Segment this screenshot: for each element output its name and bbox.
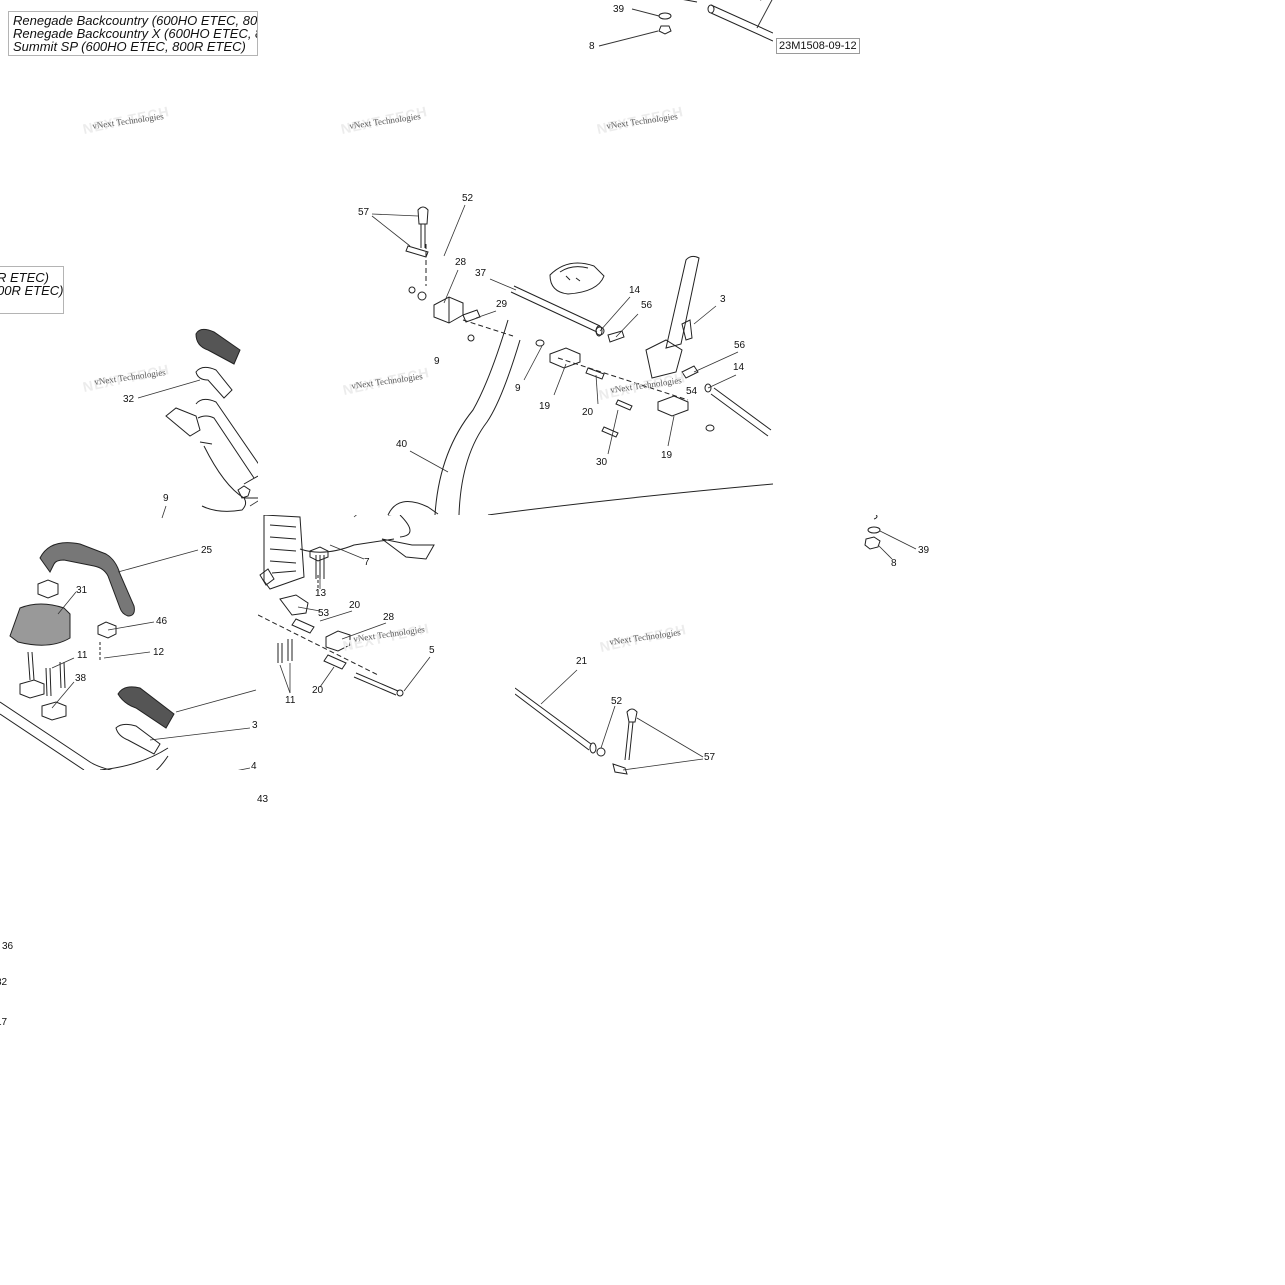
callout-32: 32 xyxy=(0,977,8,988)
callout-14: 14 xyxy=(733,362,745,373)
callout-52: 52 xyxy=(462,193,474,204)
caption-line-2: Renegade Backcountry X (600HO ETEC, 800 xyxy=(13,26,258,41)
diagram-tile-right: 39 8 xyxy=(858,515,938,570)
diagram-tile-right-lower: 21 52 57 NEXT TECH vNext Technologies xyxy=(515,600,773,785)
callout-37: 37 xyxy=(475,268,487,279)
callout-46: 46 xyxy=(156,616,168,627)
callout-56: 56 xyxy=(641,300,653,311)
callout-7: 7 xyxy=(364,557,370,568)
callout-52: 52 xyxy=(611,696,623,707)
tile-left-drawing xyxy=(0,328,258,770)
callout-54: 54 xyxy=(686,386,698,397)
callout-17: 17 xyxy=(0,1017,8,1028)
callout-4: 4 xyxy=(251,761,257,771)
callout-14: 14 xyxy=(629,285,641,296)
diagram-tile-center: 57 52 28 37 29 9 14 56 3 56 14 9 19 20 5… xyxy=(258,180,773,515)
callout-20: 20 xyxy=(582,407,594,418)
callout-25: 25 xyxy=(201,545,213,556)
callout-9: 9 xyxy=(163,493,169,504)
callout-28: 28 xyxy=(455,257,467,268)
tile-center-lower-drawing xyxy=(258,515,435,697)
diagram-tile-top-center: 39 8 xyxy=(515,0,773,55)
callout-39: 39 xyxy=(613,4,625,15)
callout-32: 32 xyxy=(123,394,135,405)
callout-8: 8 xyxy=(589,41,595,52)
model-caption-top: Renegade Backcountry (600HO ETEC, 800R R… xyxy=(8,11,258,56)
reference-code: 23M1508-09-12 xyxy=(776,38,860,54)
caption-line-3: Summit SP (600HO ETEC, 800R ETEC) xyxy=(13,39,246,54)
callout-9: 9 xyxy=(434,356,440,367)
callout-56: 56 xyxy=(734,340,746,351)
callout-57: 57 xyxy=(704,752,716,763)
callout-3: 3 xyxy=(720,294,726,305)
callout-19: 19 xyxy=(661,450,673,461)
callout-5: 5 xyxy=(429,645,435,656)
callout-36: 36 xyxy=(2,941,14,952)
callout-31: 31 xyxy=(76,585,88,596)
callout-11: 11 xyxy=(285,695,296,706)
callout-30: 30 xyxy=(596,457,608,468)
callout-19: 19 xyxy=(539,401,551,412)
caption-line-1: Renegade Backcountry (600HO ETEC, 800R xyxy=(13,13,258,28)
callout-53: 53 xyxy=(318,608,330,619)
tile-right-lower-drawing xyxy=(515,669,704,775)
callout-57: 57 xyxy=(358,207,370,218)
callout-11: 11 xyxy=(77,650,88,661)
callout-43: 43 xyxy=(257,794,269,805)
callout-38: 38 xyxy=(75,673,87,684)
callout-29: 29 xyxy=(496,299,508,310)
callout-20: 20 xyxy=(349,600,361,611)
callout-20: 20 xyxy=(312,685,324,696)
diagram-tile-center-lower: 17 7 13 53 20 28 5 11 20 NEXT TECH vNext… xyxy=(258,515,515,705)
tile-top-center-drawing xyxy=(598,0,773,47)
diagram-tile-left: 32 9 21 25 31 46 12 11 38 3 4 NEXT TECH … xyxy=(0,322,258,770)
callout-3: 3 xyxy=(252,720,258,731)
tile-right-drawing xyxy=(864,515,917,560)
model-caption-mid: R ETEC) 00R ETEC) xyxy=(0,266,64,314)
callout-40: 40 xyxy=(396,439,408,450)
callout-13: 13 xyxy=(315,588,327,599)
tile-center-drawing xyxy=(371,204,773,515)
callout-21: 21 xyxy=(576,656,588,667)
callout-9: 9 xyxy=(515,383,521,394)
caption-mid-line-1: R ETEC) xyxy=(0,270,49,285)
callout-8: 8 xyxy=(891,558,897,569)
callout-39: 39 xyxy=(918,545,930,556)
callout-12: 12 xyxy=(153,647,165,658)
callout-28: 28 xyxy=(383,612,395,623)
caption-mid-line-2: 00R ETEC) xyxy=(0,283,64,298)
